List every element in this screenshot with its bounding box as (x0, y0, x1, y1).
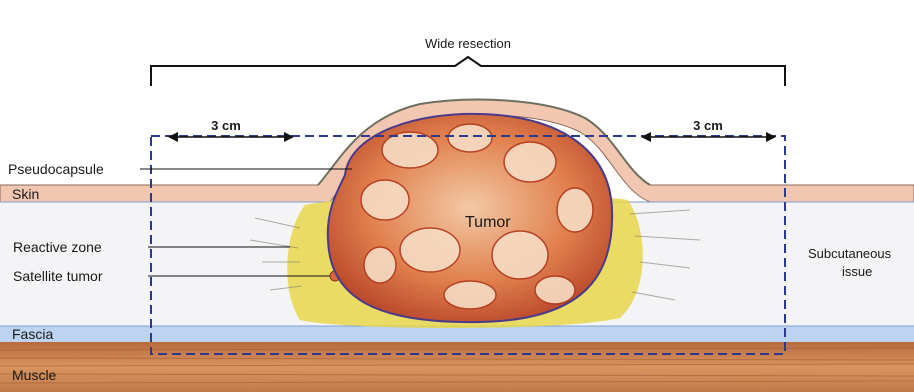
reactive-zone-label: Reactive zone (13, 239, 102, 255)
wide-resection-label: Wide resection (425, 36, 511, 51)
subcutaneous-label-line1: Subcutaneous (808, 246, 892, 261)
tumor-label: Tumor (465, 214, 511, 231)
fascia-label: Fascia (12, 326, 53, 342)
skin-label: Skin (12, 186, 39, 202)
left-margin-arrow (168, 132, 294, 142)
right-margin-arrow (641, 132, 776, 142)
right-margin-label: 3 cm (693, 118, 723, 133)
fascia-layer (0, 326, 914, 342)
left-margin-label: 3 cm (211, 118, 241, 133)
subcutaneous-label-line2: issue (842, 264, 872, 279)
satellite-tumor-label: Satellite tumor (13, 268, 103, 284)
muscle-label: Muscle (12, 367, 57, 383)
pseudocapsule-label: Pseudocapsule (8, 161, 104, 177)
wide-resection-bracket (151, 57, 785, 86)
